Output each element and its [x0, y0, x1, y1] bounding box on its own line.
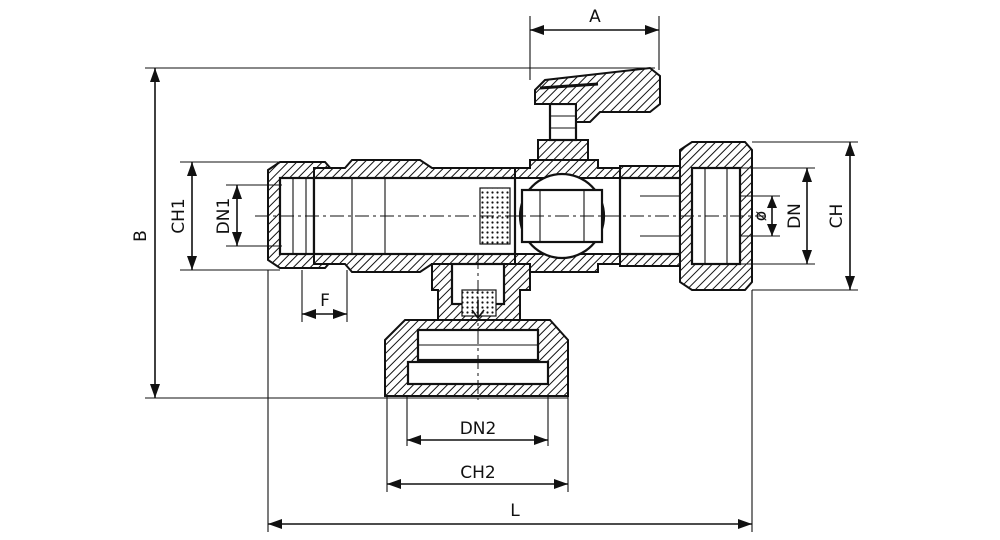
- label-DN2: DN2: [460, 419, 497, 439]
- right-pipe-bottom: [619, 253, 681, 267]
- label-DN1: DN1: [214, 198, 234, 235]
- label-F: F: [320, 291, 330, 311]
- label-A: A: [589, 7, 601, 27]
- label-phi: ø: [751, 211, 771, 221]
- label-CH2: CH2: [460, 463, 495, 483]
- check-valve: [461, 289, 497, 317]
- valve-body: [267, 66, 753, 397]
- label-CH: CH: [827, 204, 847, 229]
- dimension-labels: A B CH1 DN1 F DN2 CH2 L ø DN CH: [131, 7, 847, 521]
- dimension-lines: [150, 25, 855, 529]
- right-bore: [618, 176, 682, 256]
- lever-handle: [534, 66, 661, 123]
- label-DN: DN: [785, 203, 805, 229]
- stem-housing: [537, 139, 589, 161]
- right-pipe-top: [619, 165, 681, 179]
- label-CH1: CH1: [169, 198, 189, 233]
- stem: [548, 102, 578, 142]
- label-L: L: [510, 501, 520, 521]
- left-sleeve: [313, 159, 516, 179]
- center-lines: [255, 215, 765, 400]
- label-B: B: [131, 230, 151, 242]
